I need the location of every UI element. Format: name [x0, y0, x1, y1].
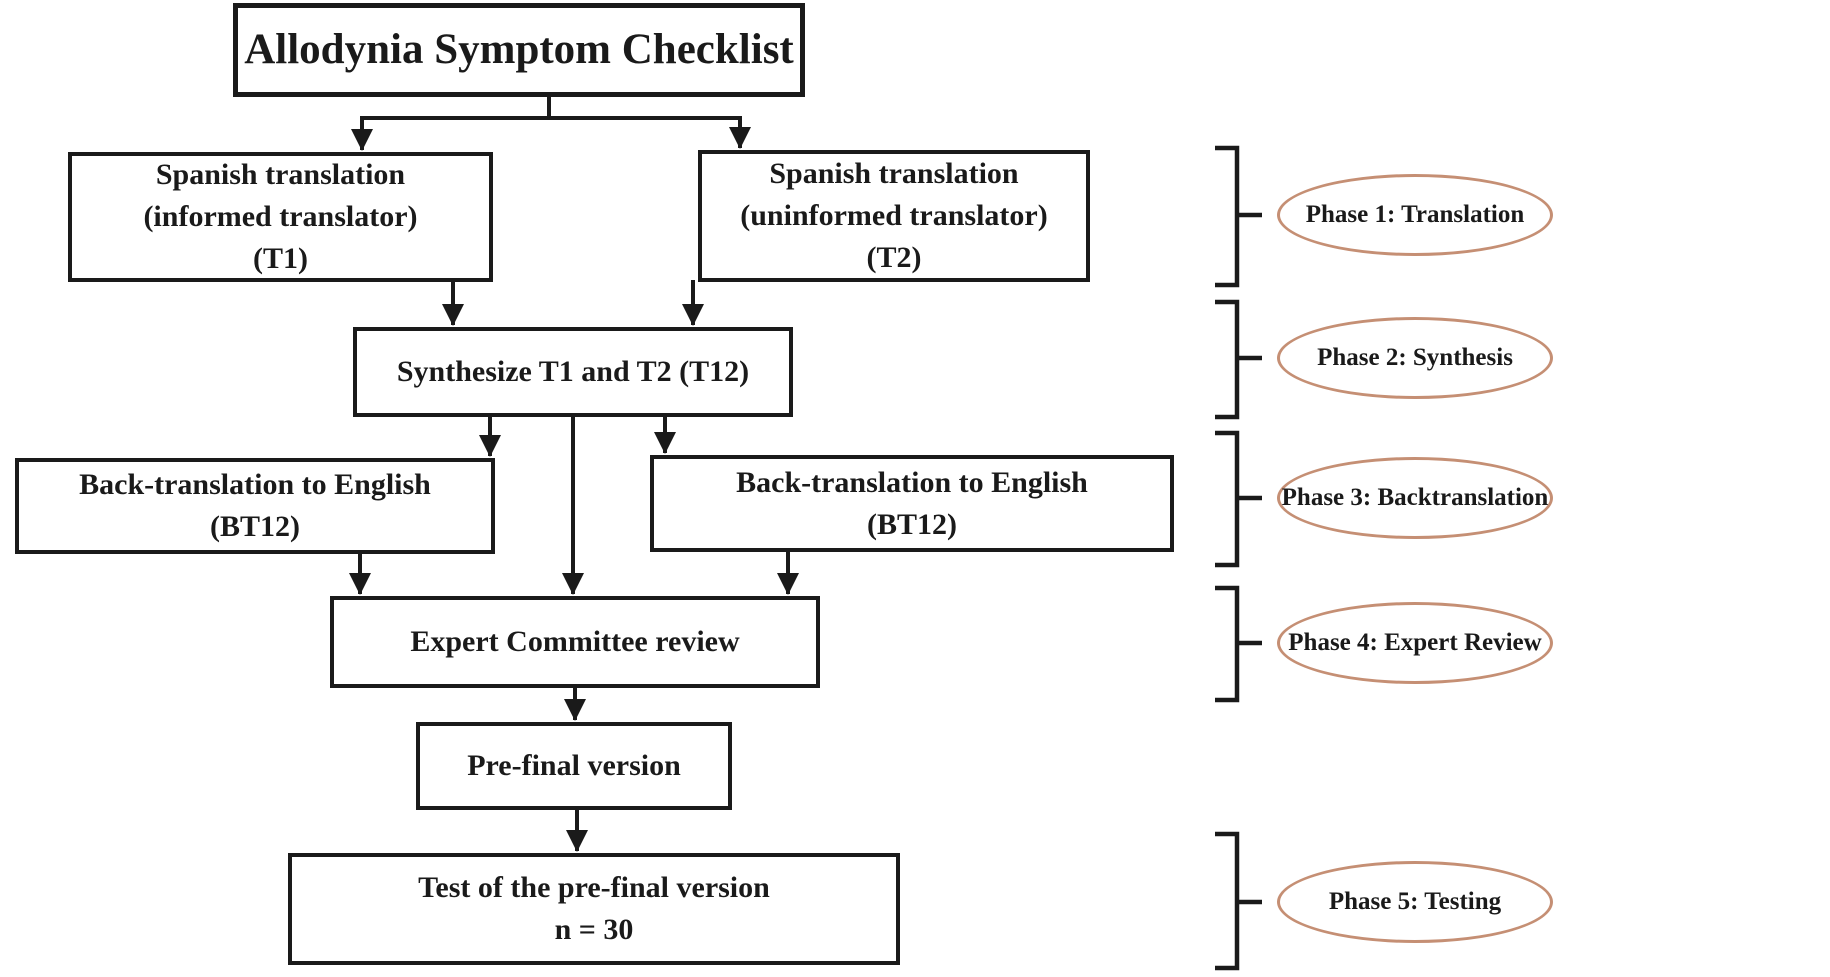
phase-4-bracket — [1215, 585, 1262, 703]
phase-5-ellipse: Phase 5: Testing — [1277, 861, 1553, 943]
spanish-translation-t2-box: Spanish translation (uninformed translat… — [698, 150, 1090, 282]
back-translation-right-box: Back-translation to English (BT12) — [650, 455, 1174, 552]
phase-5-bracket — [1215, 831, 1262, 971]
prefinal-version-box: Pre-final version — [416, 722, 732, 810]
phase-4-ellipse: Phase 4: Expert Review — [1277, 602, 1553, 684]
title-box: Allodynia Symptom Checklist — [233, 3, 805, 97]
back-translation-left-box: Back-translation to English (BT12) — [15, 458, 495, 554]
phase-2-bracket — [1215, 299, 1262, 420]
spanish-translation-t1-box: Spanish translation (informed translator… — [68, 152, 493, 282]
phase-2-ellipse: Phase 2: Synthesis — [1277, 317, 1553, 399]
test-prefinal-box: Test of the pre-final version n = 30 — [288, 853, 900, 965]
phase-1-ellipse: Phase 1: Translation — [1277, 174, 1553, 256]
expert-committee-box: Expert Committee review — [330, 596, 820, 688]
phase-1-bracket — [1215, 145, 1262, 288]
synthesize-box: Synthesize T1 and T2 (T12) — [353, 327, 793, 417]
phase-3-ellipse: Phase 3: Backtranslation — [1277, 457, 1553, 539]
phase-3-bracket — [1215, 430, 1262, 568]
